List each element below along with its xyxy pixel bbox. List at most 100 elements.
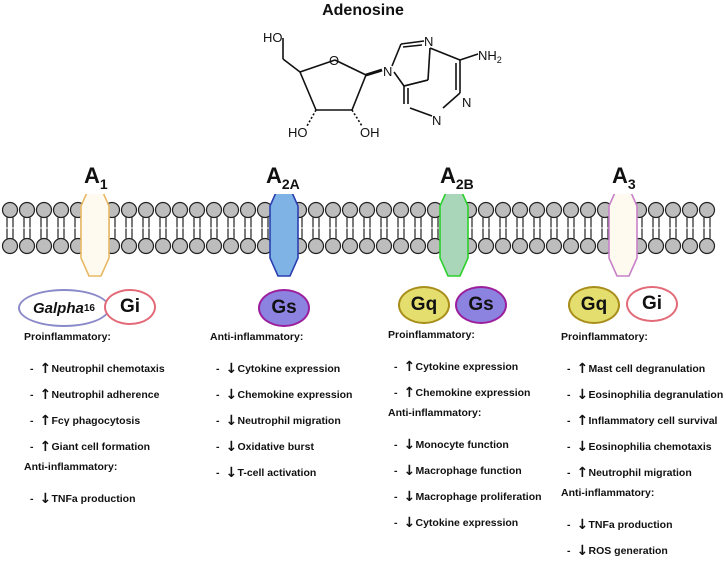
effect-item: -↓Oxidative burst (216, 439, 314, 455)
lipid-head (1, 237, 19, 255)
lipid-head (239, 201, 257, 219)
arrow-down-icon: ↓ (225, 413, 238, 429)
section-header: Anti-inflammatory: (210, 331, 304, 343)
gi-protein-a1: Gi (104, 289, 156, 325)
arrow-down-icon: ↓ (576, 517, 589, 533)
receptor-a2a (269, 194, 299, 277)
receptor-a3 (608, 194, 638, 277)
lipid-head (307, 237, 325, 255)
effect-text: Monocyte function (415, 439, 509, 451)
receptor-label-a3: A3 (612, 163, 636, 192)
lipid-head (358, 237, 376, 255)
effect-text: Cytokine expression (415, 361, 519, 373)
effect-text: Neutrophil migration (588, 467, 692, 479)
effect-item: -↓Chemokine expression (216, 387, 353, 403)
arrow-down-icon: ↓ (576, 439, 589, 455)
arrow-down-icon: ↓ (576, 543, 589, 559)
effect-item: -↑Cytokine expression (394, 359, 519, 375)
lipid-head (137, 237, 155, 255)
lipid-head (562, 237, 580, 255)
effect-text: Fcγ phagocytosis (51, 415, 141, 427)
mol-label-n1: N (462, 95, 471, 110)
effect-text: Cytokine expression (237, 363, 341, 375)
lipid-head (120, 201, 138, 219)
effect-item: -↑Giant cell formation (30, 439, 151, 455)
lipid-head (358, 201, 376, 219)
arrow-down-icon: ↓ (403, 515, 416, 531)
effect-item: -↓Cytokine expression (216, 361, 341, 377)
lipid-head (171, 201, 189, 219)
effect-item: -↑Chemokine expression (394, 385, 531, 401)
effect-item: -↑Inflammatory cell survival (567, 413, 718, 429)
lipid-head (52, 237, 70, 255)
effect-item: -↓ROS generation (567, 543, 668, 559)
lipid-head (647, 237, 665, 255)
a2b-effects: Proinflammatory:-↑Cytokine expression-↑C… (388, 328, 542, 536)
lipid-head (35, 237, 53, 255)
lipid-head (205, 237, 223, 255)
lipid-head (222, 201, 240, 219)
mol-label-n9: N (383, 64, 392, 79)
lipid-head (664, 237, 682, 255)
lipid-head (52, 201, 70, 219)
cell-membrane (1, 194, 716, 277)
effect-text: Chemokine expression (415, 387, 531, 399)
lipid-head (579, 237, 597, 255)
lipid-head (698, 201, 716, 219)
arrow-up-icon: ↑ (403, 359, 416, 375)
gq-protein-a2b: Gq (398, 286, 450, 324)
effect-text: Giant cell formation (51, 441, 151, 453)
mol-label-nh2: NH2 (478, 48, 502, 65)
mol-label-ho-top: HO (263, 30, 283, 45)
effect-text: Macrophage function (415, 465, 522, 477)
lipid-head (171, 237, 189, 255)
effect-text: TNFa production (588, 519, 673, 531)
lipid-head (154, 237, 172, 255)
effect-item: -↓Cytokine expression (394, 515, 519, 531)
lipid-head (18, 201, 36, 219)
mol-label-n3: N (432, 113, 441, 128)
lipid-head (528, 201, 546, 219)
lipid-head (528, 237, 546, 255)
lipid-head (494, 201, 512, 219)
adenosine-structure: HO O N N NH2 N N HO OH (263, 30, 502, 140)
section-header: Proinflammatory: (561, 331, 648, 343)
arrow-up-icon: ↑ (39, 361, 52, 377)
effect-text: Cytokine expression (415, 517, 519, 529)
arrow-down-icon: ↓ (225, 465, 238, 481)
lipid-head (392, 237, 410, 255)
mol-label-o: O (329, 53, 339, 68)
effect-text: Inflammatory cell survival (588, 415, 718, 427)
lipid-head (511, 201, 529, 219)
receptor-a2b (439, 194, 469, 277)
lipid-head (681, 237, 699, 255)
lipid-head (222, 237, 240, 255)
receptor-label-a2a: A2A (266, 163, 300, 192)
arrow-down-icon: ↓ (576, 387, 589, 403)
lipid-head (154, 201, 172, 219)
effect-item: -↓TNFa production (567, 517, 673, 533)
lipid-head (392, 201, 410, 219)
effect-item: -↓Eosinophilia chemotaxis (567, 439, 712, 455)
effect-text: Oxidative burst (237, 441, 314, 453)
arrow-up-icon: ↑ (576, 465, 589, 481)
arrow-down-icon: ↓ (225, 387, 238, 403)
lipid-head (137, 201, 155, 219)
lipid-head (681, 201, 699, 219)
lipid-head (1, 201, 19, 219)
gs-protein-a2a: Gs (258, 289, 310, 327)
diagram-title: Adenosine (322, 2, 404, 19)
arrow-down-icon: ↓ (403, 463, 416, 479)
lipid-head (324, 237, 342, 255)
section-header: Anti-inflammatory: (24, 461, 118, 473)
arrow-down-icon: ↓ (225, 361, 238, 377)
lipid-head (375, 237, 393, 255)
lipid-head (477, 201, 495, 219)
section-header: Proinflammatory: (24, 331, 111, 343)
effect-item: -↑Fcγ phagocytosis (30, 413, 141, 429)
mol-label-ho-bottom: HO (288, 125, 308, 140)
lipid-head (647, 201, 665, 219)
lipid-head (698, 237, 716, 255)
effect-item: -↓Eosinophilia degranulation (567, 387, 724, 403)
